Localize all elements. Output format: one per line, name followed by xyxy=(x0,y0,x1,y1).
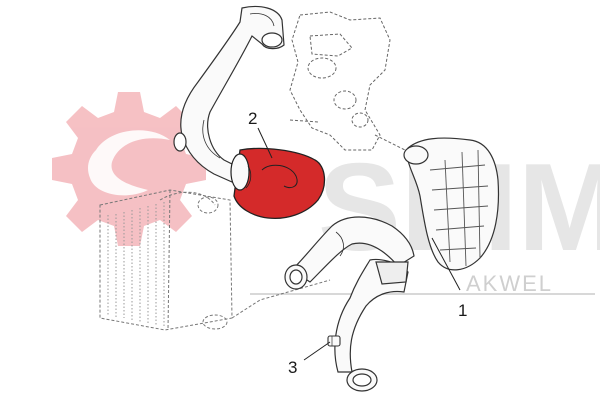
upper-intake-hose xyxy=(173,5,285,183)
part-3-clamp xyxy=(327,335,341,347)
callout-3: 3 xyxy=(288,358,297,377)
callout-2: 2 xyxy=(248,109,257,128)
lower-s-hose xyxy=(284,216,415,392)
intercooler-outline xyxy=(99,189,331,331)
leader-line-3 xyxy=(303,341,331,361)
leader-lines xyxy=(257,127,461,361)
callout-1: 1 xyxy=(458,301,467,320)
watermark-underline xyxy=(250,293,595,295)
watermark-gear-logo xyxy=(52,92,206,246)
leader-line-1 xyxy=(431,237,461,291)
watermark-subbrand: AKWEL xyxy=(466,271,553,296)
part-1-air-housing xyxy=(403,137,500,271)
part-2-hose xyxy=(230,147,326,220)
leader-line-2 xyxy=(257,127,273,159)
engine-outline xyxy=(289,11,406,151)
